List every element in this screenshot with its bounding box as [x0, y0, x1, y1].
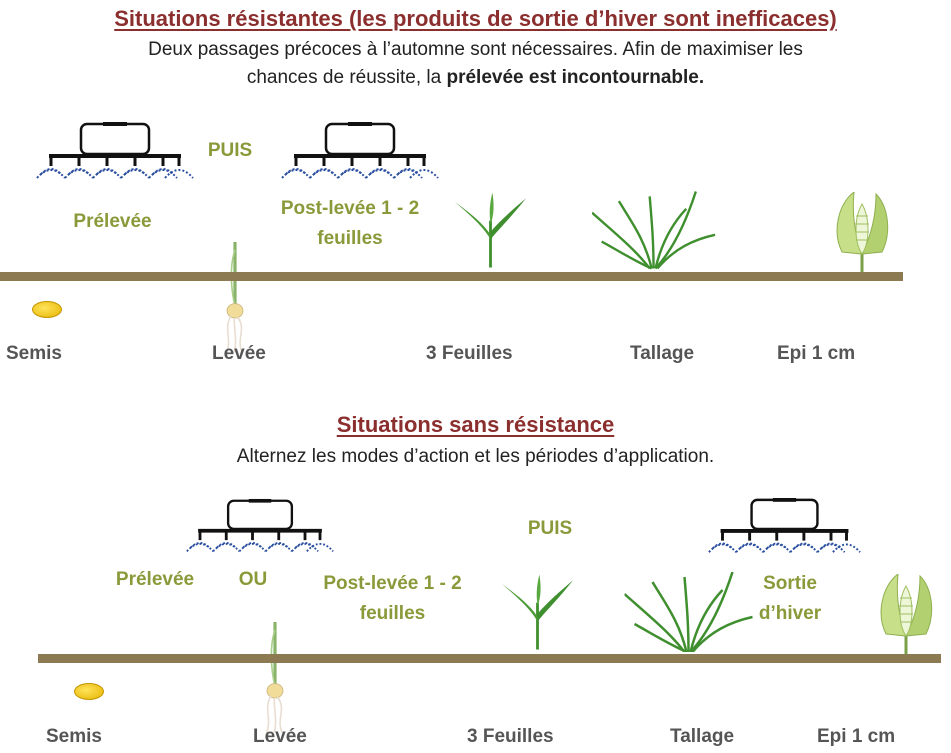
section1-stage-epi-1cm: Epi 1 cm — [777, 343, 856, 364]
section2-treatment-postlevee: Post-levée 1 - 2 feuilles — [300, 569, 485, 629]
section1-stage-tallage: Tallage — [630, 343, 695, 364]
section2-treatment-sortie-hiver-line1: Sortie — [763, 573, 817, 594]
seed-icon — [74, 683, 104, 700]
tillering-plant-icon — [592, 190, 717, 270]
three-leaf-plant-icon — [500, 572, 575, 652]
section2-description: Alternez les modes d’action et les pério… — [236, 446, 715, 467]
section1-desc-line1: Deux passages précoces à l’automne sont … — [148, 39, 803, 60]
section2-ground-line — [38, 654, 941, 663]
ear-cross-section-icon — [832, 192, 892, 272]
section2-stage-tallage: Tallage — [670, 726, 735, 747]
sprayer-icon — [280, 122, 440, 182]
sprayer-icon — [35, 122, 195, 182]
section2-treatment-prelevee: Prélevée — [115, 569, 195, 590]
section2-stage-semis: Semis — [46, 726, 102, 747]
section1-treatment-postlevee-line1: Post-levée 1 - 2 — [280, 198, 420, 219]
seed-icon — [32, 301, 62, 318]
sprayer-icon — [185, 497, 335, 557]
section2-title: Situations sans résistance — [336, 412, 615, 437]
section1-treatment-postlevee: Post-levée 1 - 2 feuilles — [255, 194, 445, 254]
section2-then-label: PUIS — [527, 518, 573, 539]
section1-description: Deux passages précoces à l’automne sont … — [0, 36, 951, 92]
section1-stage-3-feuilles: 3 Feuilles — [426, 343, 513, 364]
section1-stage-semis: Semis — [6, 343, 62, 364]
section2-stage-levee: Levée — [253, 726, 307, 747]
section2-treatment-sortie-hiver: Sortie d’hiver — [735, 569, 845, 629]
section1-ground-line — [0, 272, 903, 281]
section1-treatment-prelevee: Prélevée — [73, 211, 152, 232]
section1-title: Situations résistantes (les produits de … — [114, 6, 837, 31]
tillering-plant-icon — [622, 572, 757, 652]
three-leaf-plant-icon — [453, 190, 528, 270]
section2-stage-3-feuilles: 3 Feuilles — [467, 726, 554, 747]
section2-treatment-postlevee-line1: Post-levée 1 - 2 — [323, 573, 462, 594]
sprayer-icon — [707, 497, 862, 557]
section1-then-label: PUIS — [207, 140, 253, 161]
section1-desc-line2-bold: prélevée est incontournable. — [446, 67, 705, 88]
section1-desc-line2: chances de réussite, la prélevée est inc… — [0, 64, 951, 92]
section2-treatment-sortie-hiver-line2: d’hiver — [758, 603, 822, 624]
ear-cross-section-icon — [876, 574, 936, 654]
section1-treatment-postlevee-line2: feuilles — [317, 228, 383, 249]
section2-treatment-postlevee-line2: feuilles — [359, 603, 426, 624]
section1-stage-levee: Levée — [212, 343, 266, 364]
section2-stage-epi-1cm: Epi 1 cm — [817, 726, 896, 747]
section1-desc-line2-pre: chances de réussite, la — [246, 67, 447, 88]
section2-or-label: OU — [238, 569, 268, 590]
